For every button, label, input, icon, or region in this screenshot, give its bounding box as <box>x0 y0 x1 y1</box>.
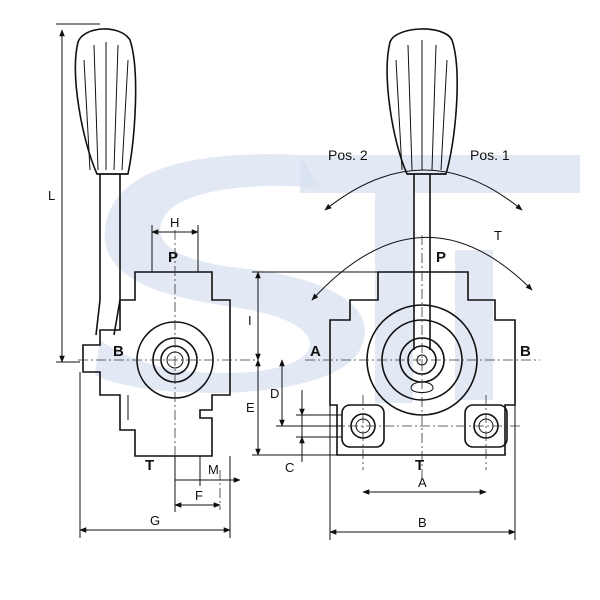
front-label-e: E <box>246 400 255 415</box>
front-port-t: T <box>415 457 424 474</box>
front-label-d: D <box>270 386 279 401</box>
pos2-label: Pos. 2 <box>328 147 368 163</box>
pos1-label: Pos. 1 <box>470 147 510 163</box>
side-handle-knob <box>74 28 137 175</box>
side-label-g: G <box>150 513 160 528</box>
front-view <box>252 28 540 540</box>
side-port-t: T <box>145 457 154 474</box>
pos-arc <box>324 169 523 211</box>
front-port-b: B <box>520 343 531 360</box>
front-port-a: A <box>310 343 321 360</box>
side-label-f: F <box>195 488 203 503</box>
watermark-logo <box>95 154 580 403</box>
side-label-l: L <box>48 188 55 203</box>
front-handle-knob <box>386 28 458 175</box>
front-port-p: P <box>436 249 446 266</box>
side-port-b-label: B <box>113 343 124 360</box>
side-port-p: P <box>168 249 178 266</box>
front-label-i: I <box>248 313 252 328</box>
side-label-m: M <box>208 462 219 477</box>
t-angle-label: T <box>494 228 502 243</box>
side-label-h: H <box>170 215 179 230</box>
front-label-c: C <box>285 460 294 475</box>
side-view <box>56 23 255 538</box>
side-valve-body <box>82 271 231 457</box>
front-label-b: B <box>418 515 427 530</box>
front-label-a: A <box>418 475 427 490</box>
